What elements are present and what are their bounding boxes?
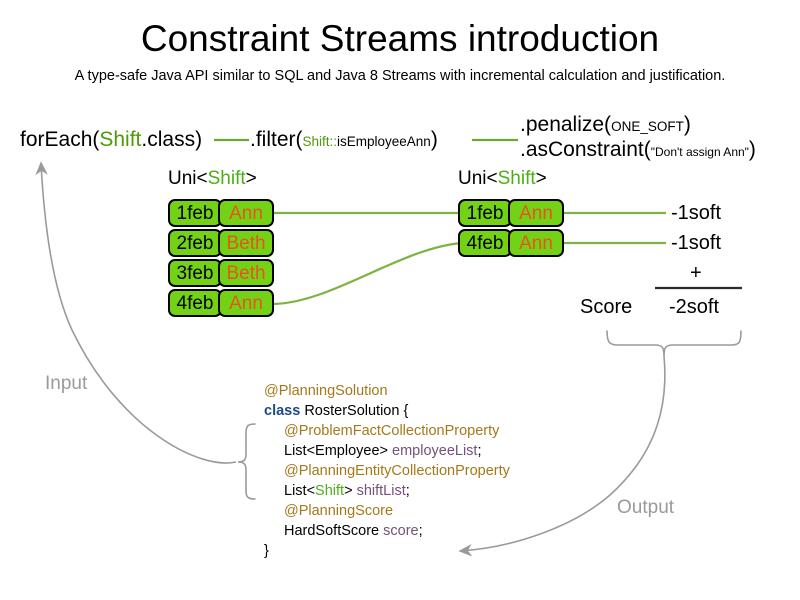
code-block: @PlanningSolution class RosterSolution { @…	[264, 381, 510, 561]
as-constraint-expression: .asConstraint("Don't assign Ann")	[520, 138, 756, 162]
code-token: RosterSolution {	[304, 403, 409, 419]
penalize-expression: .penalize(ONE_SOFT)	[520, 113, 691, 137]
code-line: }	[264, 541, 510, 561]
filter-ref-type: Shift::	[302, 134, 338, 149]
flow-line-4feb	[271, 241, 463, 306]
page-title: Constraint Streams introduction	[140, 18, 660, 59]
shift-employee: Beth	[218, 229, 274, 257]
right-stream-label: Uni<Shift>	[458, 168, 547, 190]
code-token: HardSoftScore	[284, 523, 384, 539]
code-token: List<	[284, 483, 316, 499]
shift-date: 4feb	[458, 229, 512, 257]
shift-employee: Ann	[508, 229, 564, 257]
shift-date: 1feb	[458, 199, 512, 227]
shift-employee: Ann	[218, 289, 274, 317]
input-label: Input	[45, 373, 88, 394]
for-each-expression: forEach(Shift.class)	[20, 128, 202, 152]
filter-suffix: )	[430, 128, 438, 151]
code-line: List<Employee> employeeList;	[264, 441, 510, 461]
shift-date: 1feb	[168, 199, 222, 227]
filter-expression: .filter(Shift::isEmployeeAnn)	[250, 128, 438, 152]
code-line: @PlanningEntityCollectionProperty	[264, 461, 510, 481]
code-token: score	[383, 523, 419, 539]
code-line: HardSoftScore score;	[264, 521, 510, 541]
left-stream-label-suffix: >	[245, 168, 257, 189]
for-each-type: Shift	[99, 128, 142, 151]
shift-date: 3feb	[168, 259, 222, 287]
shift-date: 4feb	[168, 289, 222, 317]
code-token: Shift	[315, 483, 345, 499]
as-constraint-arg: "Don't assign Ann"	[650, 145, 749, 159]
code-token: ;	[405, 483, 410, 499]
right-stream-label-suffix: >	[535, 168, 547, 189]
code-token: @PlanningScore	[284, 503, 394, 519]
code-token: @PlanningSolution	[264, 383, 388, 399]
score-label: Score	[580, 296, 633, 318]
page-subtitle: A type-safe Java API similar to SQL and …	[74, 68, 726, 84]
penalty-value: -1soft	[671, 202, 722, 224]
shift-employee: Ann	[508, 199, 564, 227]
code-line: @PlanningSolution	[264, 381, 510, 401]
for-each-suffix: .class)	[141, 128, 203, 151]
code-token: @ProblemFactCollectionProperty	[284, 423, 500, 439]
code-token: ;	[418, 523, 423, 539]
penalize-arg: ONE_SOFT	[611, 119, 684, 134]
code-line: List<Shift> shiftList;	[264, 481, 510, 501]
code-token: List<Employee>	[284, 443, 393, 459]
shift-employee: Beth	[218, 259, 274, 287]
code-token: employeeList	[392, 443, 478, 459]
penalize-suffix: )	[683, 113, 691, 136]
code-token: ;	[477, 443, 482, 459]
output-label: Output	[617, 497, 675, 518]
code-line: class RosterSolution {	[264, 401, 510, 421]
left-stream-label: Uni<Shift>	[168, 168, 257, 190]
code-token: >	[344, 483, 357, 499]
code-token: class	[264, 403, 305, 419]
score-total: -2soft	[669, 296, 720, 318]
as-constraint-prefix: .asConstraint(	[520, 138, 651, 161]
code-token: @PlanningEntityCollectionProperty	[284, 463, 510, 479]
filter-prefix: .filter(	[250, 128, 303, 151]
penalize-prefix: .penalize(	[520, 113, 612, 136]
left-stream-label-prefix: Uni<	[168, 168, 208, 189]
right-stream-label-type: Shift	[497, 168, 536, 189]
code-token: shiftList	[356, 483, 406, 499]
filter-method: isEmployeeAnn	[337, 134, 431, 149]
code-token: }	[264, 543, 269, 559]
code-line: @ProblemFactCollectionProperty	[264, 421, 510, 441]
for-each-prefix: forEach(	[20, 128, 100, 151]
as-constraint-suffix: )	[748, 138, 756, 161]
code-line: @PlanningScore	[264, 501, 510, 521]
code-brace	[237, 423, 256, 500]
score-operator: +	[690, 262, 702, 284]
right-stream-label-prefix: Uni<	[458, 168, 498, 189]
score-brace	[606, 330, 742, 357]
shift-date: 2feb	[168, 229, 222, 257]
shift-employee: Ann	[218, 199, 274, 227]
penalty-value: -1soft	[671, 232, 722, 254]
left-stream-label-type: Shift	[207, 168, 246, 189]
